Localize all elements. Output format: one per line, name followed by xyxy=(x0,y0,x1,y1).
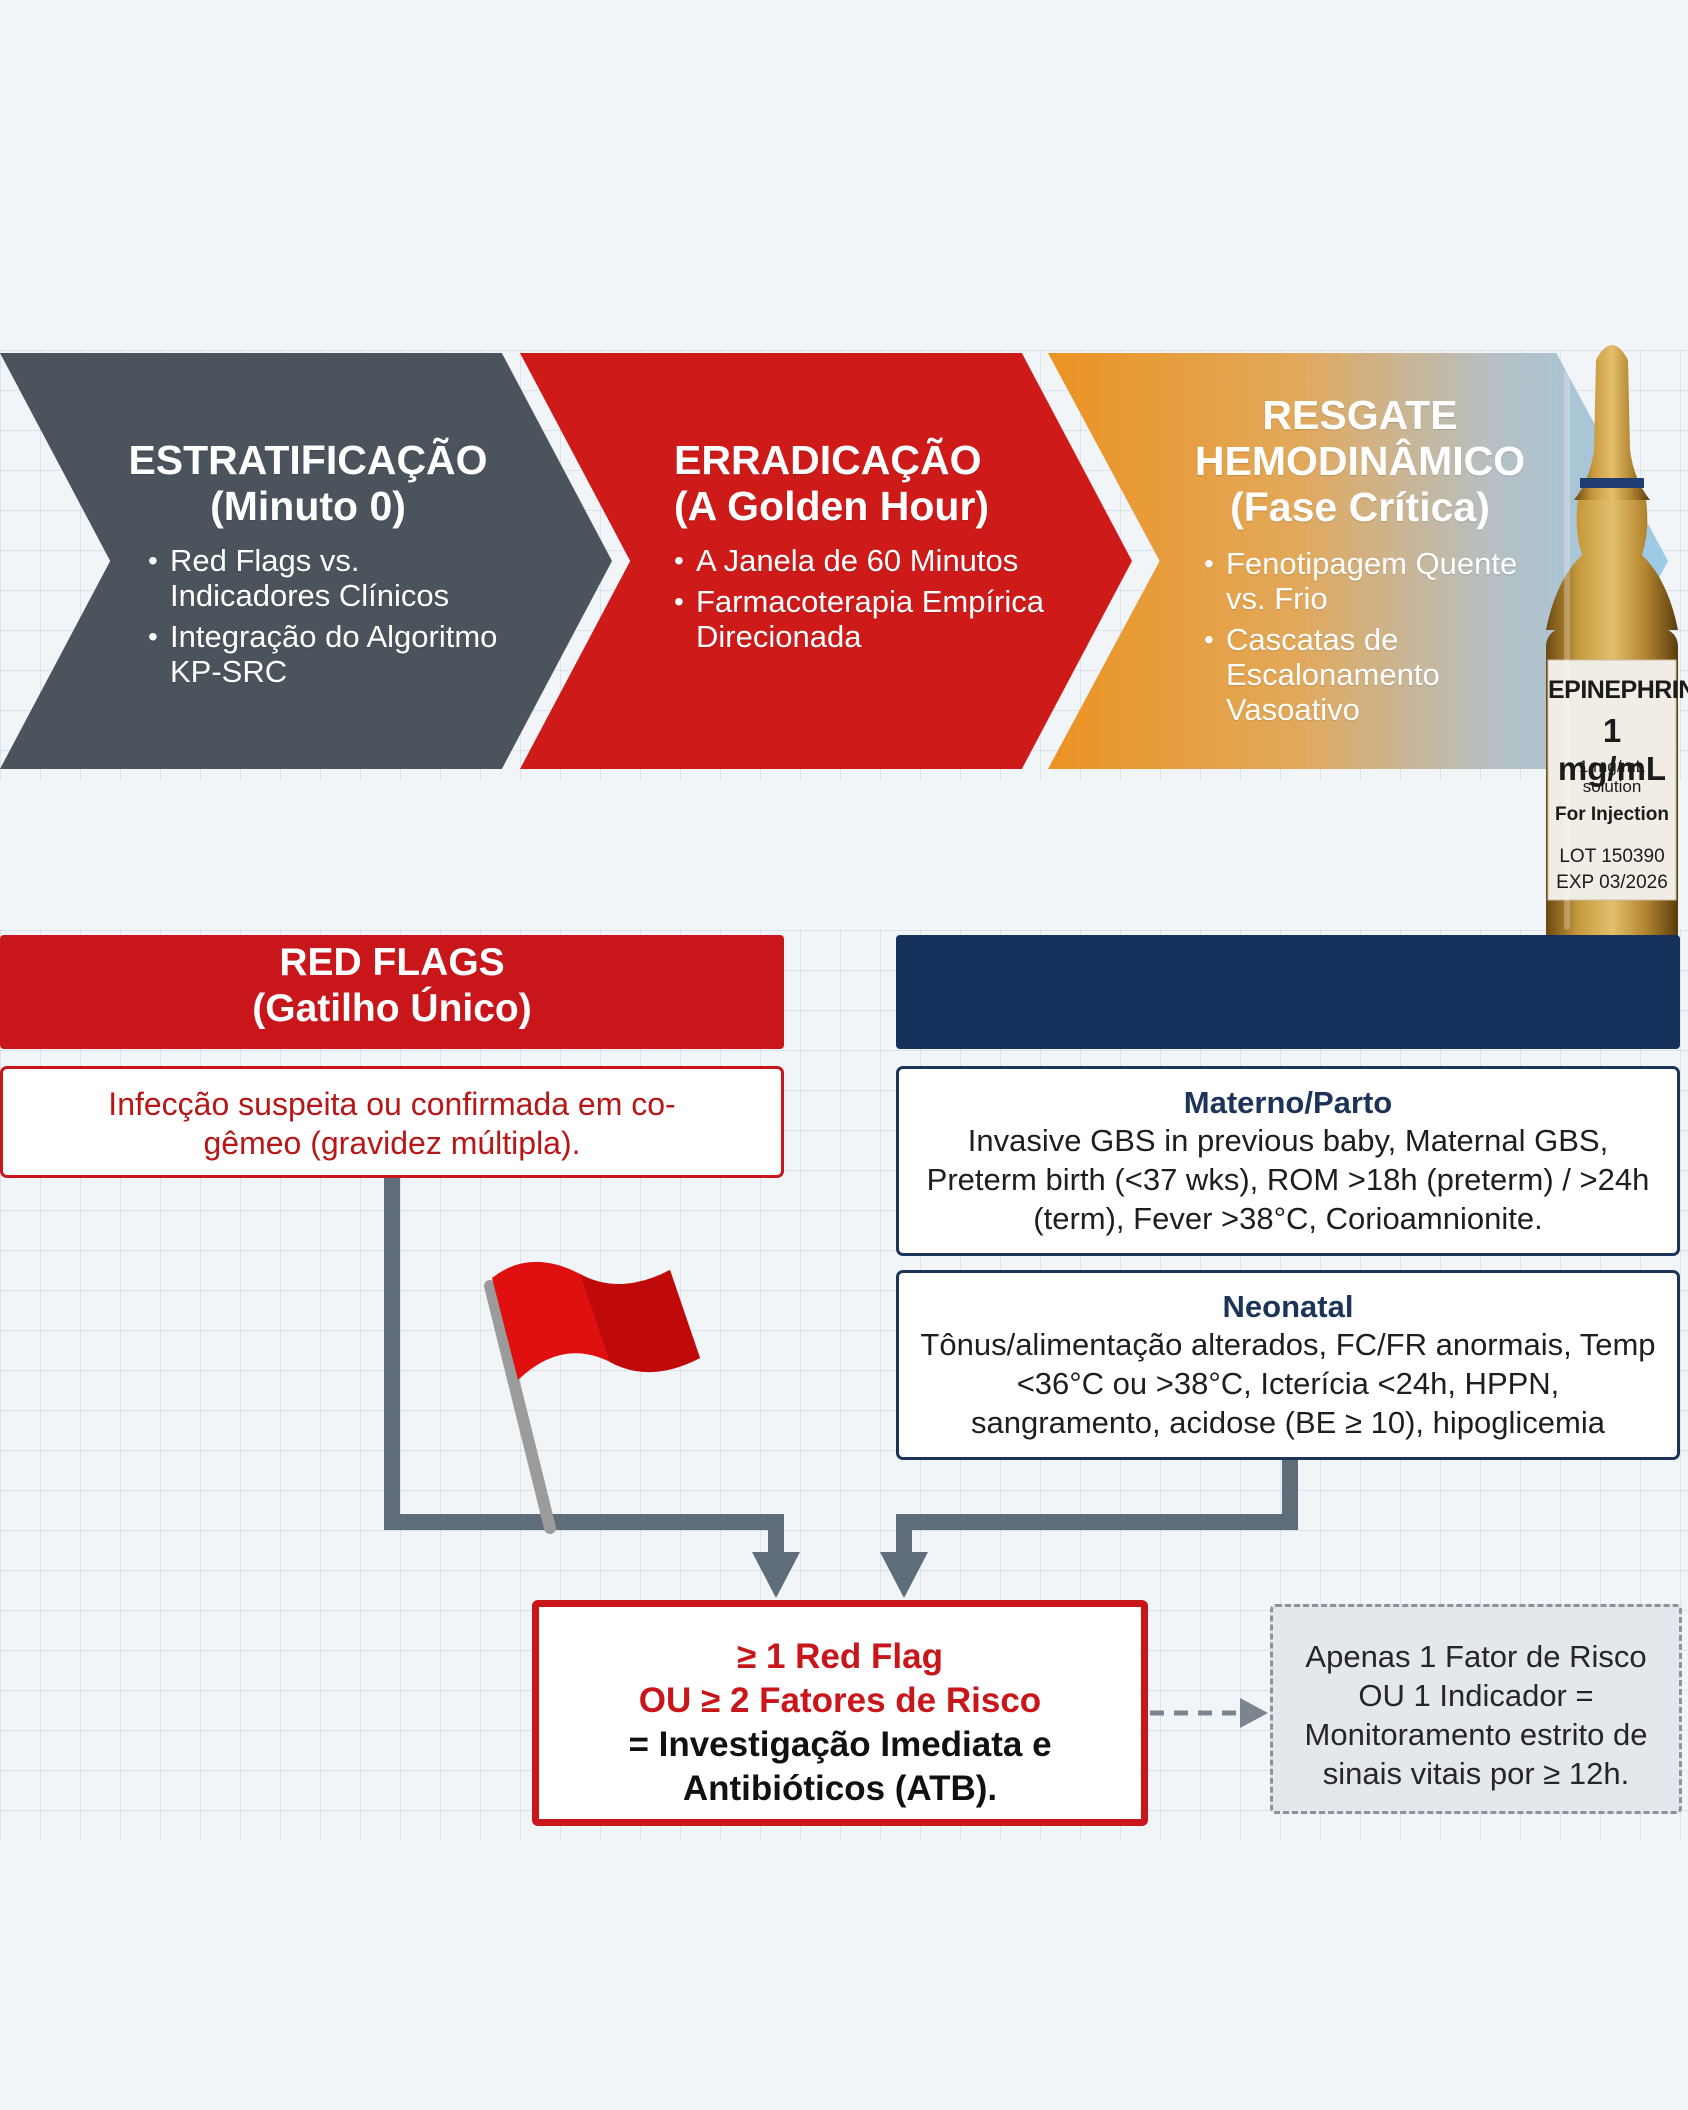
arrowhead-indicators xyxy=(880,1552,928,1598)
red-flag-item-text: Infecção suspeita ou confirmada em co-gê… xyxy=(3,1085,781,1163)
connector-indicators xyxy=(904,1460,1290,1555)
neonatal-box: Neonatal Tônus/alimentação alterados, FC… xyxy=(896,1270,1680,1460)
decision-line-2: OU ≥ 2 Fatores de Risco xyxy=(539,1679,1141,1723)
monitoring-text: Apenas 1 Fator de Risco OU 1 Indicador =… xyxy=(1273,1637,1679,1793)
materno-body: Invasive GBS in previous baby, Maternal … xyxy=(899,1121,1677,1238)
materno-title: Materno/Parto xyxy=(899,1085,1677,1121)
red-flag-icon xyxy=(470,1238,710,1538)
arrowhead-dashed xyxy=(1240,1698,1268,1728)
neonatal-title: Neonatal xyxy=(899,1289,1677,1325)
monitoring-box: Apenas 1 Fator de Risco OU 1 Indicador =… xyxy=(1270,1604,1682,1814)
decision-box: ≥ 1 Red Flag OU ≥ 2 Fatores de Risco = I… xyxy=(532,1600,1148,1826)
materno-parto-box: Materno/Parto Invasive GBS in previous b… xyxy=(896,1066,1680,1256)
decision-line-1: ≥ 1 Red Flag xyxy=(539,1635,1141,1679)
red-flag-item-box: Infecção suspeita ou confirmada em co-gê… xyxy=(0,1066,784,1178)
neonatal-body: Tônus/alimentação alterados, FC/FR anorm… xyxy=(899,1325,1677,1442)
arrowhead-red-flags xyxy=(752,1552,800,1598)
decision-line-3: = Investigação Imediata e Antibióticos (… xyxy=(539,1723,1141,1811)
